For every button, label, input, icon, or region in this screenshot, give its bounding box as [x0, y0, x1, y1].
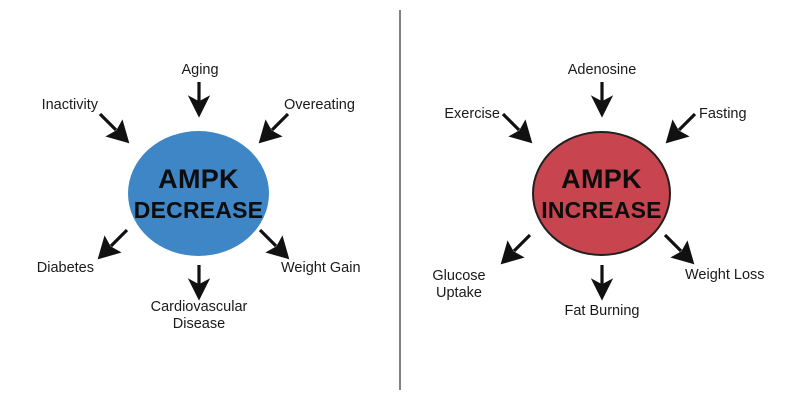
label-glucose-line1: Glucose	[432, 268, 486, 284]
arrow-glucose-uptake-down-left	[498, 233, 532, 267]
panel-divider	[399, 10, 401, 390]
label-glucose-line2: Uptake	[436, 285, 482, 302]
arrow-aging-down	[186, 82, 212, 118]
circle-ampk-increase: AMPK INCREASE	[532, 131, 671, 256]
label-inactivity: Inactivity	[41, 97, 98, 113]
label-aging: Aging	[181, 62, 219, 78]
arrow-weight-gain-down-right	[258, 228, 292, 262]
arrow-adenosine-down	[589, 82, 615, 118]
label-cardiovascular-line2: Disease	[172, 316, 226, 333]
panel-ampk-decrease: AMPK DECREASE Aging Inactivity Overeatin…	[36, 62, 361, 333]
arrow-exercise-down-right	[501, 112, 535, 146]
arrow-overeating-down-left	[256, 112, 290, 146]
circle-decrease-title: AMPK	[158, 163, 239, 194]
label-cardiovascular-line1: Cardiovascular	[150, 299, 248, 315]
label-fat-burning: Fat Burning	[564, 303, 640, 319]
arrow-diabetes-down-left	[95, 228, 129, 262]
label-weight-loss: Weight Loss	[685, 267, 765, 283]
label-diabetes: Diabetes	[36, 260, 94, 276]
circle-increase-subtitle: INCREASE	[541, 196, 662, 223]
label-overeating: Overeating	[284, 97, 355, 113]
label-adenosine: Adenosine	[567, 62, 637, 78]
circle-increase-title: AMPK	[561, 163, 642, 194]
arrow-cardiovascular-down	[186, 265, 212, 301]
arrow-fasting-down-left	[663, 112, 697, 146]
arrow-inactivity-down-right	[98, 112, 132, 146]
circle-ampk-decrease: AMPK DECREASE	[128, 131, 269, 256]
label-cardiovascular-disease: Cardiovascular Disease	[124, 299, 274, 333]
arrow-weight-loss-down-right	[663, 233, 697, 267]
circle-decrease-subtitle: DECREASE	[133, 196, 264, 223]
label-exercise: Exercise	[444, 106, 500, 122]
arrow-fat-burning-down	[589, 265, 615, 301]
label-fasting: Fasting	[699, 106, 747, 122]
label-weight-gain: Weight Gain	[281, 260, 361, 276]
label-glucose-uptake: Glucose Uptake	[413, 268, 505, 302]
